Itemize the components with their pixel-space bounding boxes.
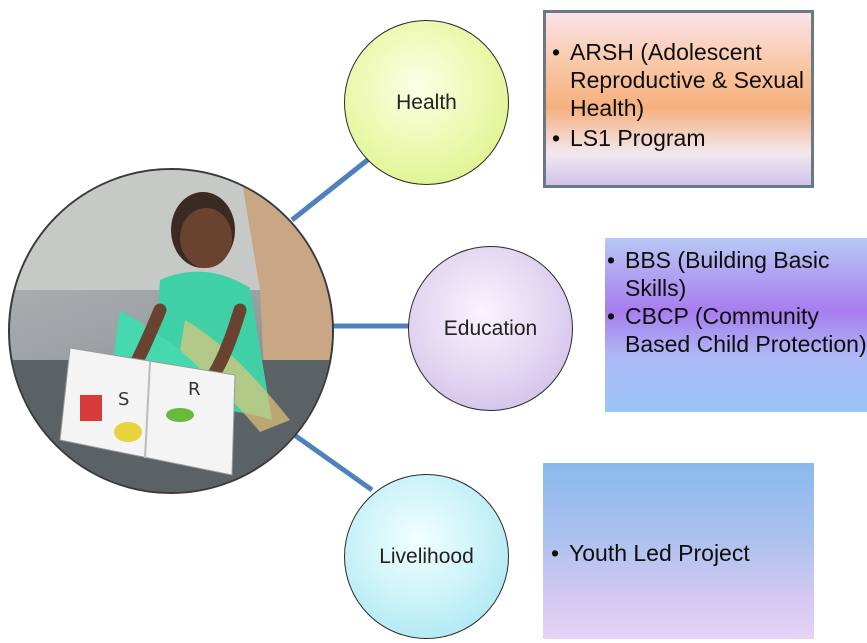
- education-programs-box: BBS (Building Basic Skills) CBCP (Commun…: [605, 238, 867, 412]
- list-item: Youth Led Project: [549, 539, 814, 567]
- list-item: BBS (Building Basic Skills): [605, 246, 867, 302]
- list-item: ARSH (Adolescent Reproductive & Sexual H…: [550, 38, 805, 122]
- topic-health: Health: [344, 20, 509, 185]
- health-programs-box: ARSH (Adolescent Reproductive & Sexual H…: [543, 10, 814, 188]
- svg-text:R: R: [188, 379, 201, 400]
- livelihood-programs-list: Youth Led Project: [549, 539, 814, 567]
- topic-livelihood-label: Livelihood: [379, 544, 474, 568]
- girl-reading-illustration: S R: [10, 170, 332, 492]
- svg-text:S: S: [118, 389, 129, 410]
- topic-education-label: Education: [443, 316, 538, 340]
- list-item: LS1 Program: [550, 124, 805, 152]
- health-programs-list: ARSH (Adolescent Reproductive & Sexual H…: [550, 38, 805, 152]
- list-item: CBCP (Community Based Child Protection): [605, 302, 867, 358]
- hub-photo: S R: [8, 168, 334, 494]
- livelihood-programs-box: Youth Led Project: [543, 463, 814, 639]
- education-programs-list: BBS (Building Basic Skills) CBCP (Commun…: [605, 246, 867, 358]
- topic-education: Education: [408, 246, 573, 411]
- topic-livelihood: Livelihood: [344, 474, 509, 639]
- topic-health-label: Health: [396, 90, 457, 114]
